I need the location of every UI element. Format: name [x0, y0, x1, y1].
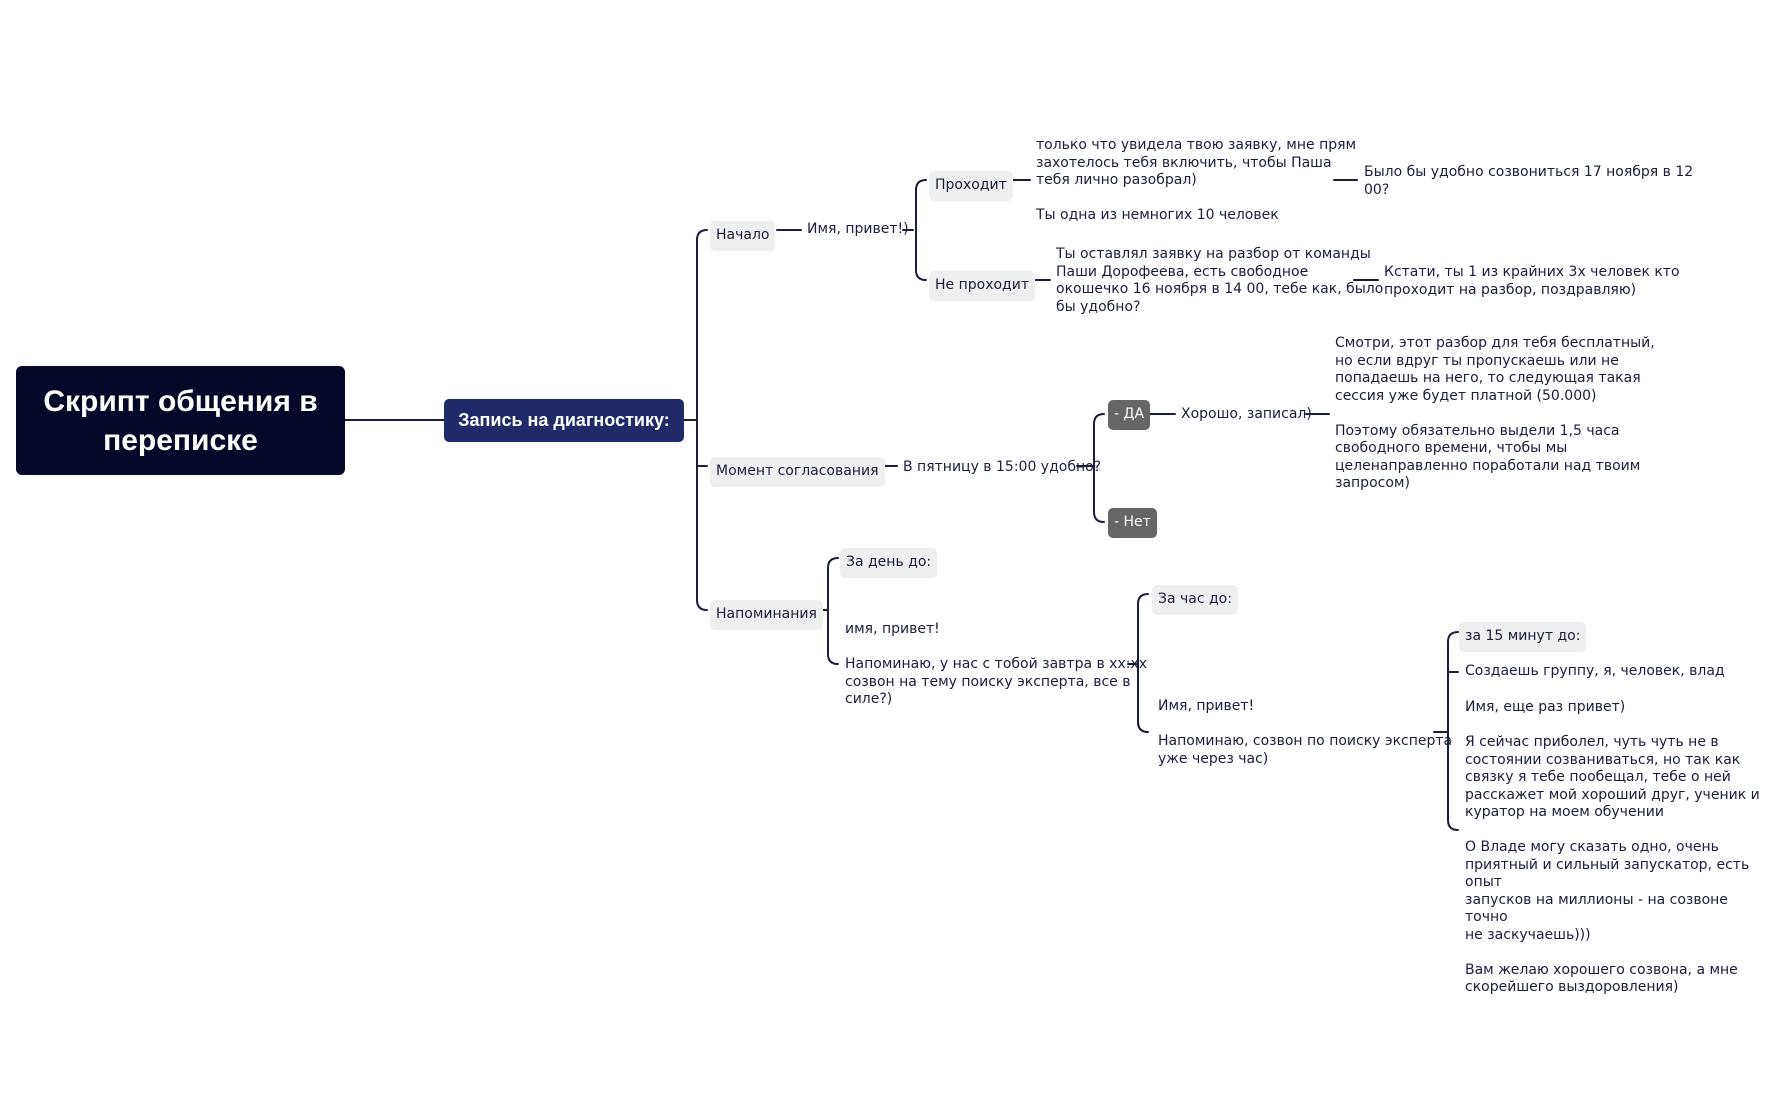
node-agreement[interactable]: Момент согласования — [710, 457, 885, 487]
main-topic-node[interactable]: Запись на диагностику: — [444, 399, 684, 442]
node-start-greeting[interactable]: Имя, привет!) — [807, 221, 909, 237]
node-reminders[interactable]: Напоминания — [710, 600, 823, 630]
node-yes-reply[interactable]: Хорошо, записал) — [1181, 406, 1312, 422]
node-not-passes-message[interactable]: Ты оставлял заявку на разбор от команды … — [1056, 246, 1384, 315]
node-15min-create-group[interactable]: Создаешь группу, я, человек, влад — [1465, 663, 1725, 679]
node-start[interactable]: Начало — [710, 221, 776, 251]
node-hour-before[interactable]: За час до: — [1152, 585, 1238, 615]
node-answer-no[interactable]: - Нет — [1108, 508, 1157, 538]
node-not-passes[interactable]: Не проходит — [929, 271, 1035, 301]
node-answer-yes[interactable]: - ДА — [1108, 400, 1151, 430]
node-hour-before-message[interactable]: Имя, привет! Напоминаю, созвон по поиску… — [1158, 698, 1453, 767]
node-15min-before[interactable]: за 15 минут до: — [1459, 622, 1587, 652]
node-passes[interactable]: Проходит — [929, 171, 1013, 201]
node-day-before[interactable]: За день до: — [840, 548, 938, 578]
node-passes-message[interactable]: только что увидела твою заявку, мне прям… — [1036, 137, 1357, 223]
node-not-passes-followup[interactable]: Кстати, ты 1 из крайних 3х человек кто п… — [1384, 264, 1680, 298]
node-passes-followup[interactable]: Было бы удобно созвониться 17 ноября в 1… — [1364, 164, 1694, 198]
node-day-before-message[interactable]: имя, привет! Напоминаю, у нас с тобой за… — [845, 621, 1148, 707]
node-yes-note[interactable]: Смотри, этот разбор для тебя бесплатный,… — [1335, 335, 1655, 491]
node-agreement-question[interactable]: В пятницу в 15:00 удобно? — [903, 459, 1102, 475]
node-15min-message[interactable]: Имя, еще раз привет) Я сейчас приболел, … — [1465, 699, 1760, 995]
mindmap-root-node[interactable]: Скрипт общения в переписке — [16, 366, 345, 475]
